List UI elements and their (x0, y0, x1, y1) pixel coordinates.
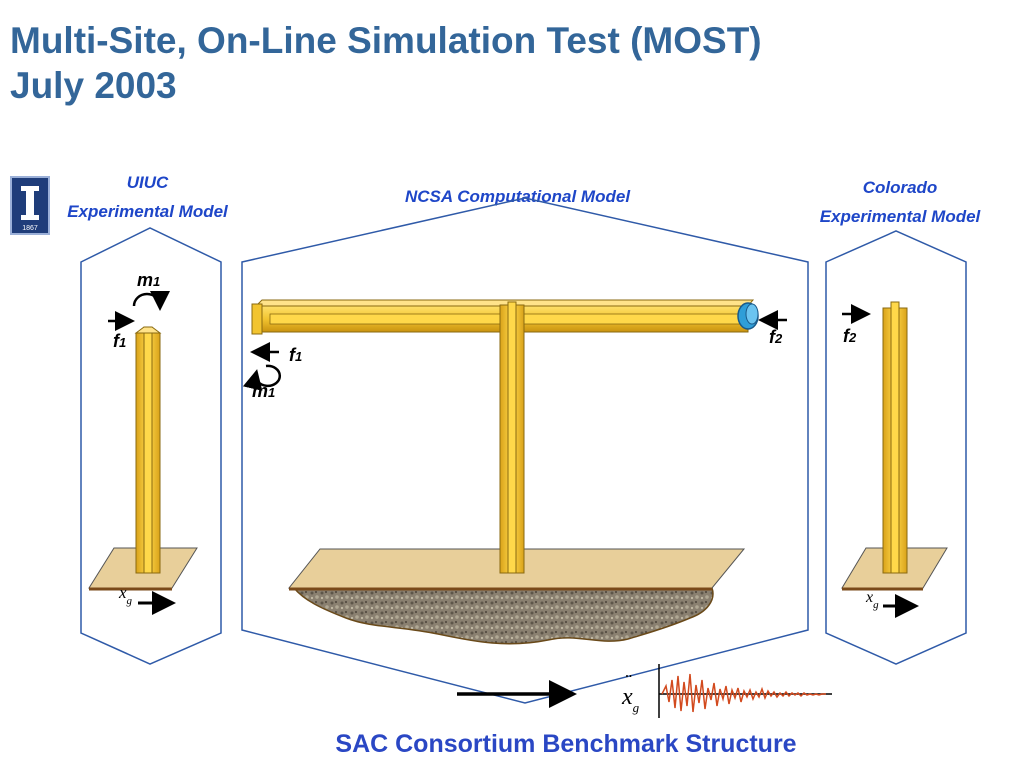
roller-support-icon (737, 302, 759, 330)
colorado-f2-label: f2 (843, 326, 857, 346)
ncsa-m1-label: m1 (252, 381, 275, 401)
university-seal-icon: 1867 (10, 176, 50, 235)
uiuc-m1-label: m1 (137, 270, 160, 290)
uiuc-xg-label: xg (118, 583, 133, 607)
page-title: Multi-Site, On-Line Simulation Test (MOS… (10, 18, 762, 108)
ground-acceleration-trace (661, 673, 826, 713)
ncsa-foundation (287, 548, 746, 645)
ncsa-f2-label: f2 (769, 327, 783, 347)
colorado-caption-line1: Colorado (862, 178, 938, 197)
uiuc-f1-label: f1 (113, 331, 126, 351)
ncsa-panel-outline (241, 197, 809, 704)
acceleration-symbol: xg (621, 684, 640, 715)
colorado-caption-line2: Experimental Model (819, 207, 981, 226)
colorado-column (882, 301, 908, 574)
ncsa-column (499, 301, 525, 574)
acceleration-dots: ¨ (624, 671, 632, 693)
ncsa-moment-arrow (242, 364, 282, 391)
ncsa-caption: NCSA Computational Model (360, 182, 675, 211)
ncsa-f1-label: f1 (289, 345, 302, 365)
uiuc-moment-arrow (132, 290, 170, 311)
uiuc-panel-outline (80, 227, 222, 665)
colorado-panel-outline (825, 230, 967, 665)
uiuc-column (134, 326, 162, 574)
uiuc-caption: UIUC Experimental Model (40, 168, 255, 226)
footer-caption: SAC Consortium Benchmark Structure (335, 730, 797, 758)
colorado-xg-label: xg (865, 589, 879, 611)
colorado-caption: Colorado Experimental Model (790, 173, 1010, 231)
title-line-1: Multi-Site, On-Line Simulation Test (MOS… (10, 20, 762, 61)
uiuc-caption-line2: Experimental Model (67, 202, 228, 221)
logo-year: 1867 (22, 225, 38, 232)
uiuc-caption-line1: UIUC (126, 173, 169, 192)
title-line-2: July 2003 (10, 65, 177, 106)
ncsa-caption-label: NCSA Computational Model (404, 187, 631, 206)
